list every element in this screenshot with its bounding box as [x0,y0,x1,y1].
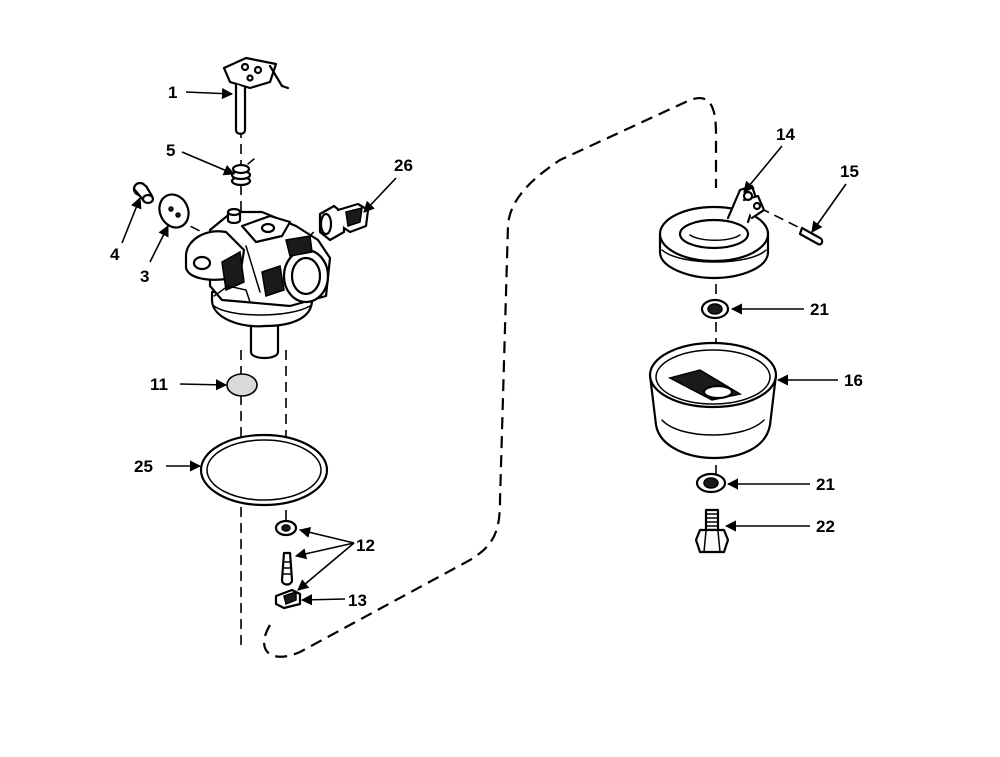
float-hinge-pin [798,226,824,246]
leader-4 [121,196,142,244]
leader-11 [179,379,228,391]
leader-26 [363,177,397,213]
callout-26: 26 [394,156,413,175]
fuel-inlet-fitting [318,202,370,242]
callout-13: 13 [348,591,367,610]
callout-16: 16 [844,371,863,390]
callout-22: 22 [816,517,835,536]
callout-4: 4 [110,245,120,264]
callout-1: 1 [168,83,177,102]
float-assembly [658,184,770,280]
inlet-needle [280,551,294,586]
axis-line-pin [759,207,801,229]
throttle-shaft-lever [222,56,290,135]
callout-3: 3 [140,267,149,286]
callout-15: 15 [840,162,859,181]
assembly-boundary-dashed [263,97,718,658]
leader-1 [185,87,234,100]
callout-14: 14 [776,125,795,144]
callout-12: 12 [356,536,375,555]
throttle-plate-screw [132,181,155,205]
leader-14 [743,145,783,193]
throttle-plate [158,193,190,229]
bowl-gasket-ring [199,433,329,507]
callout-25: 25 [134,457,153,476]
bowl-washer-lower [695,472,727,494]
bowl-retaining-nut [694,508,730,554]
welch-plug [226,373,258,397]
carburetor-body [184,207,332,360]
callout-5: 5 [166,141,175,160]
throttle-spring [230,158,255,187]
float-bowl [648,341,778,460]
callout-21-lower: 21 [816,475,835,494]
bowl-washer-upper [700,298,730,320]
leader-15 [811,183,847,233]
leader-12a [298,526,355,544]
callout-21-upper: 21 [810,300,829,319]
leader-13 [300,594,346,606]
callout-11: 11 [150,375,168,394]
needle-clip [274,588,302,610]
inlet-needle-seat [274,519,298,537]
leader-12c [297,542,355,591]
leader-5 [181,151,236,176]
leader-3 [149,224,169,263]
leader-12b [294,542,355,560]
